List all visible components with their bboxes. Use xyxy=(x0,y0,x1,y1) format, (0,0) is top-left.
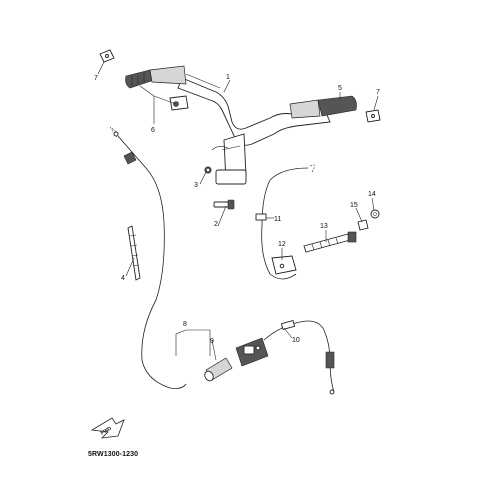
rear-cable[interactable] xyxy=(263,319,335,395)
callout-15: 15 xyxy=(350,202,358,209)
callout-8: 8 xyxy=(183,321,187,328)
cable-bracket[interactable] xyxy=(271,255,297,275)
callout-12: 12 xyxy=(278,241,286,248)
throttle-housing[interactable] xyxy=(235,337,269,367)
callout-7-left: 7 xyxy=(94,75,98,82)
leader-lines xyxy=(97,61,379,361)
throttle-housing-left[interactable] xyxy=(169,95,189,111)
callout-10: 10 xyxy=(292,337,300,344)
callout-3: 3 xyxy=(194,182,198,189)
fwd-arrow: FWD xyxy=(90,417,125,439)
callout-14: 14 xyxy=(368,191,376,198)
handlebar-stem[interactable] xyxy=(211,133,247,185)
cable-adjuster[interactable] xyxy=(303,231,357,253)
throttle-cable[interactable] xyxy=(110,126,187,389)
grip-end-right[interactable] xyxy=(365,109,381,123)
left-grip[interactable] xyxy=(125,65,187,89)
throttle-tube[interactable] xyxy=(203,357,233,382)
callout-11: 11 xyxy=(274,216,281,223)
grip-end-left[interactable] xyxy=(99,49,115,63)
callout-4: 4 xyxy=(121,275,125,282)
callout-9: 9 xyxy=(210,338,214,345)
stem-nut[interactable] xyxy=(204,166,212,174)
callout-6: 6 xyxy=(151,127,155,134)
stem-bolt[interactable] xyxy=(213,199,235,210)
callout-7-right: 7 xyxy=(376,89,380,96)
callout-13: 13 xyxy=(320,223,328,230)
callout-numbers: 1 2 3 4 5 6 7 7 8 9 10 11 12 13 14 15 xyxy=(94,74,380,345)
diagram-code: 5RW1300-1230 xyxy=(88,451,139,458)
brake-cable[interactable] xyxy=(255,164,315,280)
nut-14[interactable] xyxy=(370,209,380,219)
cable-tie[interactable] xyxy=(127,225,141,281)
right-grip[interactable] xyxy=(289,95,357,119)
fwd-label: FWD xyxy=(100,425,113,436)
callout-5: 5 xyxy=(338,85,342,92)
callout-1: 1 xyxy=(226,74,230,81)
washer[interactable] xyxy=(357,219,369,231)
callout-2: 2 xyxy=(214,221,218,228)
